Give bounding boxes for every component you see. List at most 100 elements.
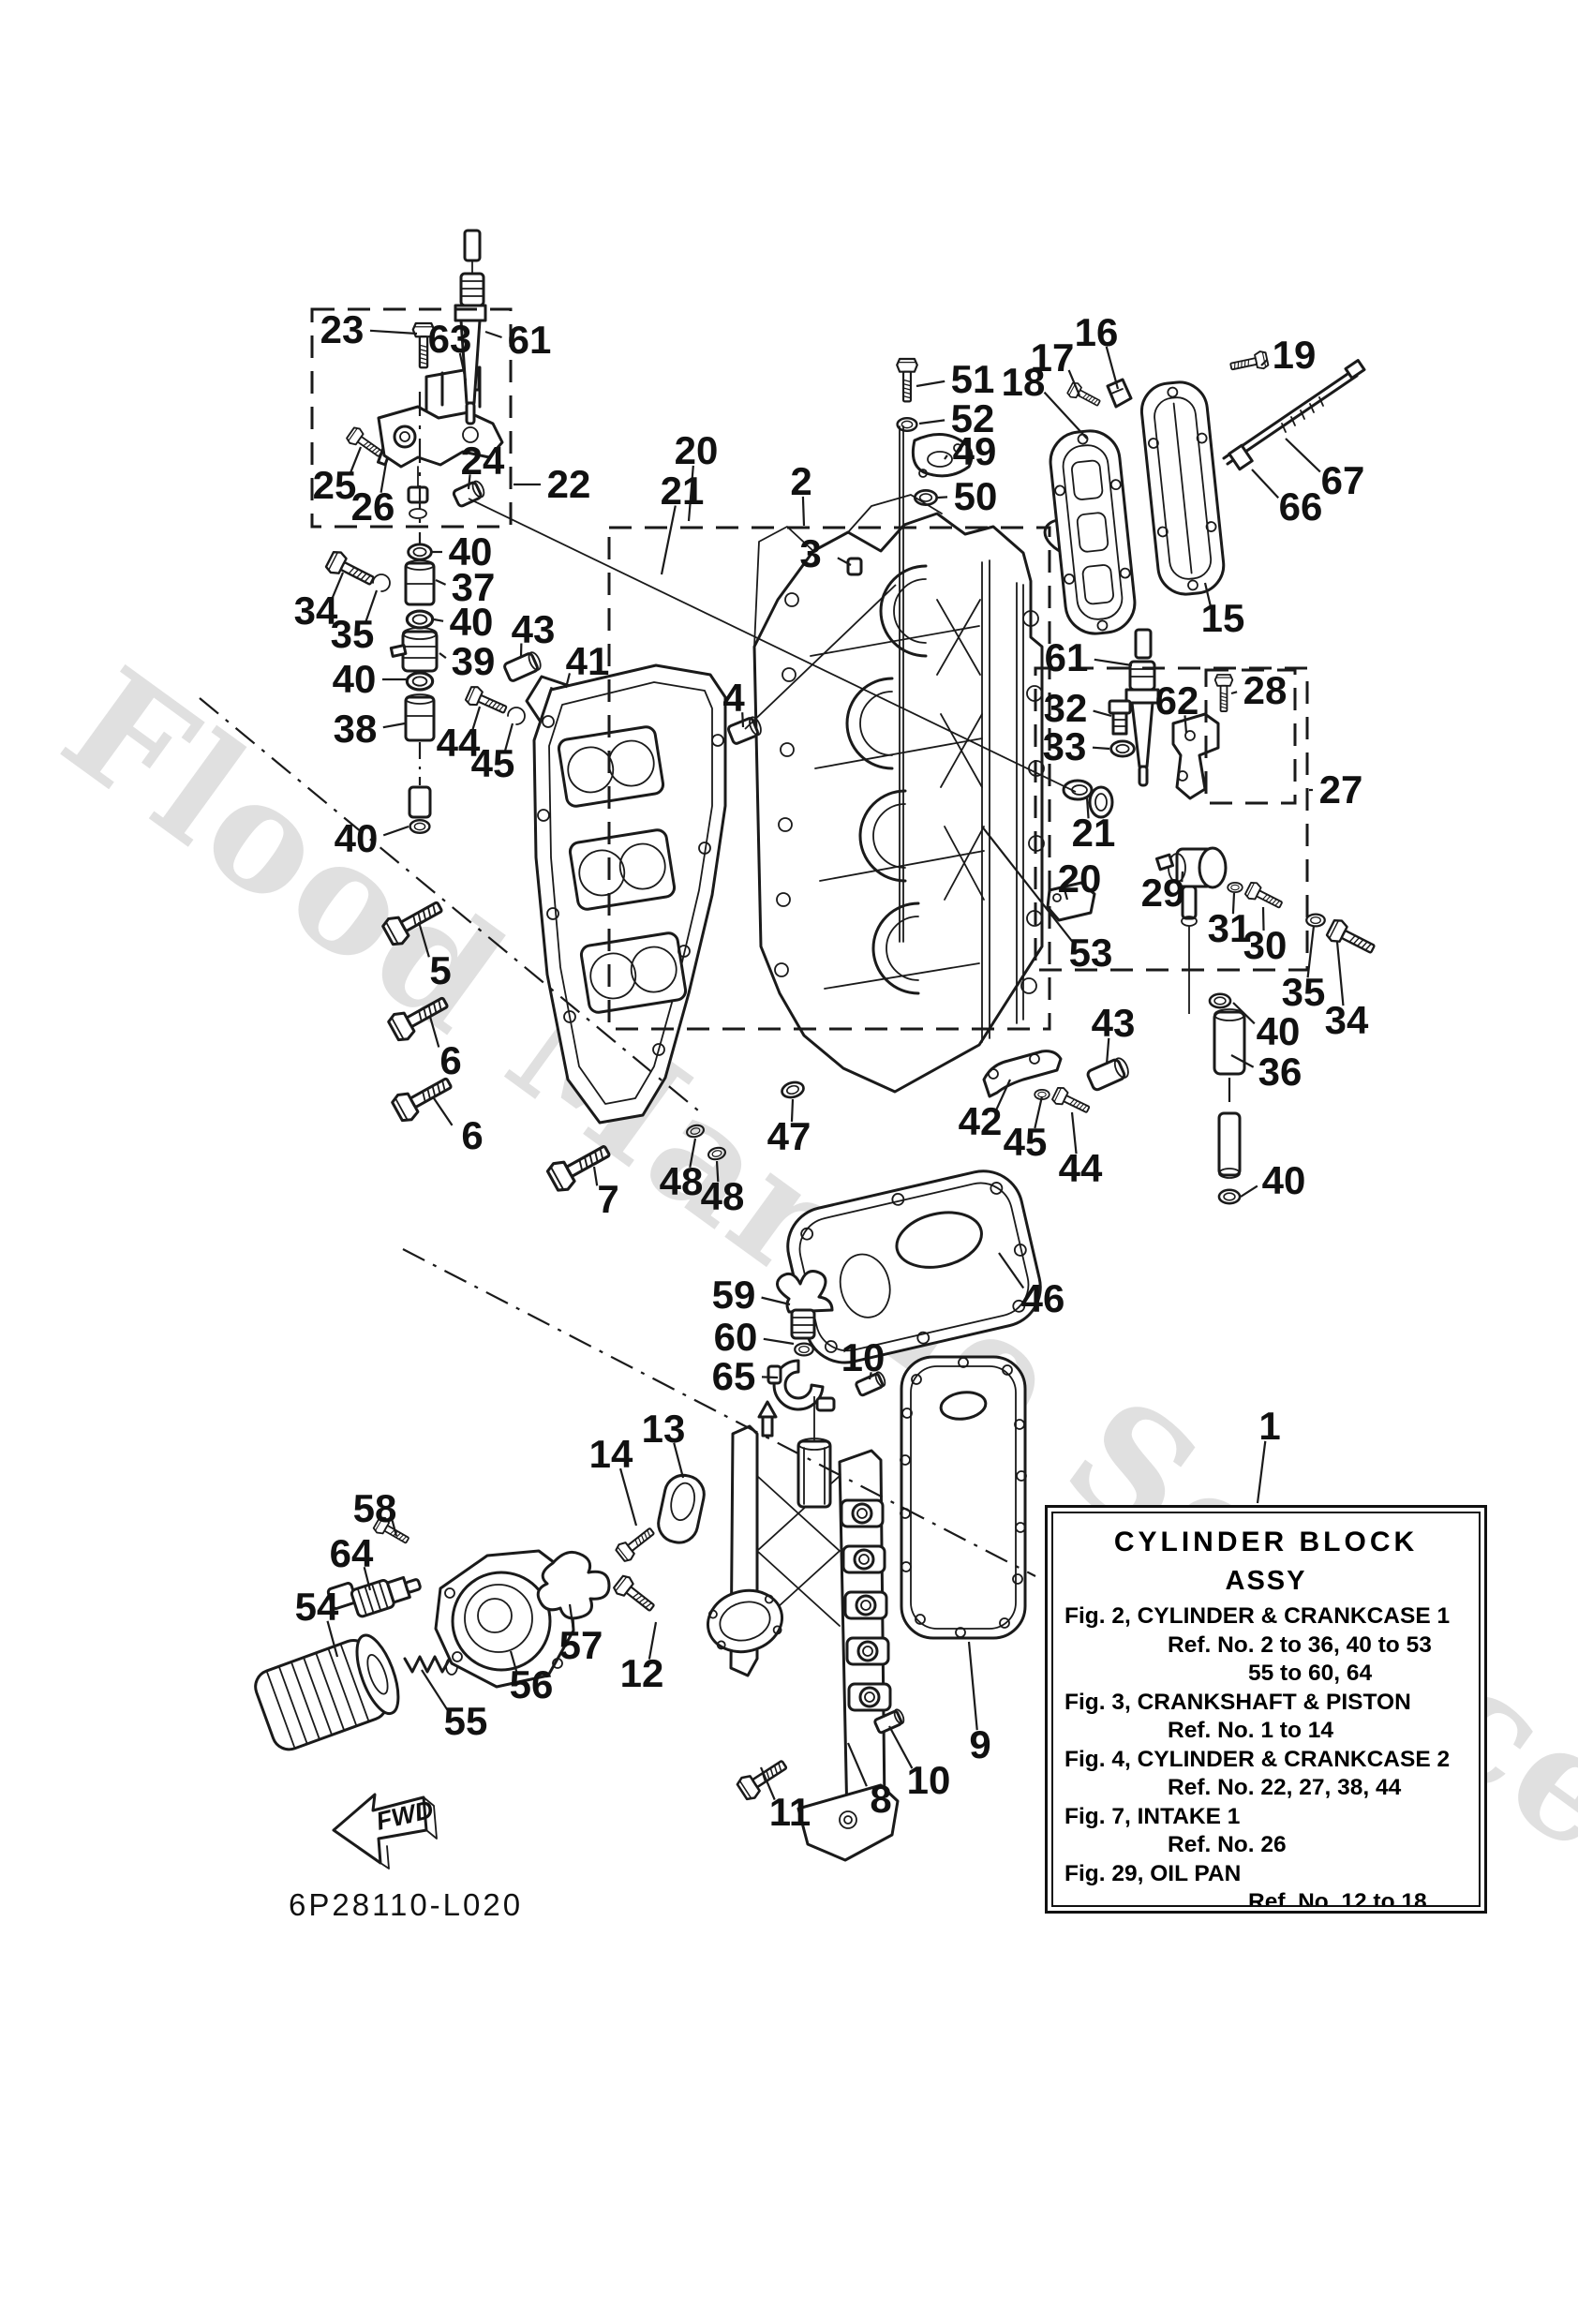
callout-13: 13 [642, 1407, 686, 1451]
callout-7: 7 [597, 1177, 618, 1221]
info-box-line: Fig. 29, OIL PAN [1064, 1860, 1242, 1886]
callout-40: 40 [449, 529, 493, 574]
info-box-line: Ref. No. 22, 27, 38, 44 [1168, 1775, 1402, 1800]
callout-17: 17 [1031, 335, 1075, 380]
callout-66: 66 [1279, 484, 1323, 529]
callout-50: 50 [954, 474, 998, 518]
callout-64: 64 [330, 1531, 374, 1575]
callout-6: 6 [439, 1038, 461, 1082]
bracket-13-art [657, 1473, 706, 1544]
callout-51: 51 [951, 357, 995, 401]
info-box-subtitle: ASSY [1225, 1566, 1307, 1596]
callout-53: 53 [1069, 931, 1113, 975]
callout-30: 30 [1243, 923, 1288, 967]
callout-33: 33 [1043, 724, 1087, 768]
callout-15: 15 [1201, 596, 1245, 640]
callout-9: 9 [969, 1722, 990, 1766]
callout-1: 1 [1258, 1404, 1280, 1448]
callout-10: 10 [841, 1335, 886, 1379]
dashed-group-boxes [199, 307, 1309, 1577]
oring-47-art [779, 1079, 807, 1101]
callout-31: 31 [1208, 906, 1252, 950]
callout-44: 44 [1059, 1146, 1103, 1190]
callout-59: 59 [712, 1273, 756, 1317]
callout-48: 48 [701, 1174, 745, 1218]
fwd-arrow: FWD [332, 1793, 438, 1870]
info-box-title: CYLINDER BLOCK [1113, 1527, 1419, 1557]
callout-45: 45 [1004, 1120, 1048, 1164]
callout-56: 56 [510, 1662, 554, 1706]
callout-65: 65 [712, 1354, 756, 1398]
lower-crankcase-art [706, 1400, 905, 1862]
callout-11: 11 [769, 1790, 811, 1834]
info-box: CYLINDER BLOCK ASSY Fig. 2, CYLINDER & C… [1045, 1505, 1487, 1914]
info-box-line: Fig. 2, CYLINDER & CRANKCASE 1 [1064, 1603, 1451, 1629]
callout-43: 43 [512, 607, 556, 651]
callout-58: 58 [353, 1486, 397, 1530]
callout-20: 20 [675, 428, 719, 472]
callout-45: 45 [471, 741, 515, 785]
callout-19: 19 [1273, 333, 1317, 377]
callout-41: 41 [566, 639, 610, 683]
info-box-line: Ref. No. 1 to 14 [1168, 1718, 1333, 1743]
callout-24: 24 [461, 439, 505, 483]
callout-42: 42 [959, 1099, 1003, 1143]
callout-35: 35 [1282, 970, 1326, 1014]
callout-38: 38 [334, 707, 378, 751]
info-box-inner: CYLINDER BLOCK ASSY Fig. 2, CYLINDER & C… [1051, 1512, 1481, 1907]
callout-6: 6 [461, 1113, 483, 1157]
callout-39: 39 [452, 639, 496, 683]
callout-54: 54 [295, 1585, 339, 1629]
shift-lever-assembly-art [344, 229, 504, 519]
callout-40: 40 [1257, 1009, 1301, 1053]
callout-29: 29 [1141, 871, 1185, 915]
callout-37: 37 [452, 565, 496, 609]
info-box-line: Ref. No. 26 [1168, 1832, 1287, 1857]
callout-34: 34 [1325, 998, 1369, 1042]
callout-36: 36 [1258, 1050, 1303, 1094]
callout-52: 52 [951, 396, 995, 440]
callout-2: 2 [790, 459, 811, 503]
strainer-cap-art [767, 1270, 886, 1412]
callout-40: 40 [333, 657, 377, 701]
bolt-14-art [613, 1522, 660, 1565]
callout-8: 8 [870, 1777, 891, 1821]
callout-40: 40 [335, 816, 379, 860]
info-box-line: Fig. 7, INTAKE 1 [1064, 1803, 1241, 1829]
crankcase-cover-art [380, 663, 727, 1196]
info-box-line: 55 to 60, 64 [1248, 1661, 1373, 1686]
callout-40: 40 [1262, 1158, 1306, 1202]
callout-22: 22 [547, 462, 591, 506]
callout-18: 18 [1002, 360, 1046, 404]
callout-48: 48 [660, 1159, 704, 1203]
callout-3: 3 [799, 531, 821, 575]
callout-10: 10 [907, 1758, 951, 1802]
gasket-9-art [900, 1355, 1027, 1640]
info-box-line: Ref. No. 12 to 18 [1248, 1889, 1427, 1907]
callout-27: 27 [1319, 767, 1363, 812]
info-box-line: Ref. No. 2 to 36, 40 to 53 [1168, 1631, 1432, 1658]
callout-43: 43 [1092, 1001, 1136, 1045]
callout-21: 21 [1072, 811, 1116, 855]
callout-12: 12 [620, 1651, 664, 1695]
callout-49: 49 [953, 429, 997, 473]
callout-26: 26 [351, 484, 395, 529]
callout-46: 46 [1021, 1276, 1065, 1320]
callout-47: 47 [767, 1114, 811, 1158]
callout-14: 14 [589, 1432, 633, 1476]
callout-20: 20 [1058, 857, 1102, 901]
callout-44: 44 [437, 721, 481, 765]
callout-67: 67 [1321, 458, 1365, 502]
callout-61: 61 [1045, 635, 1089, 679]
callout-34: 34 [294, 588, 338, 633]
callout-21: 21 [661, 469, 705, 513]
callout-40: 40 [450, 600, 494, 644]
callout-23: 23 [320, 307, 365, 351]
callout-4: 4 [722, 676, 745, 720]
callout-32: 32 [1044, 686, 1088, 730]
callout-57: 57 [559, 1623, 603, 1667]
